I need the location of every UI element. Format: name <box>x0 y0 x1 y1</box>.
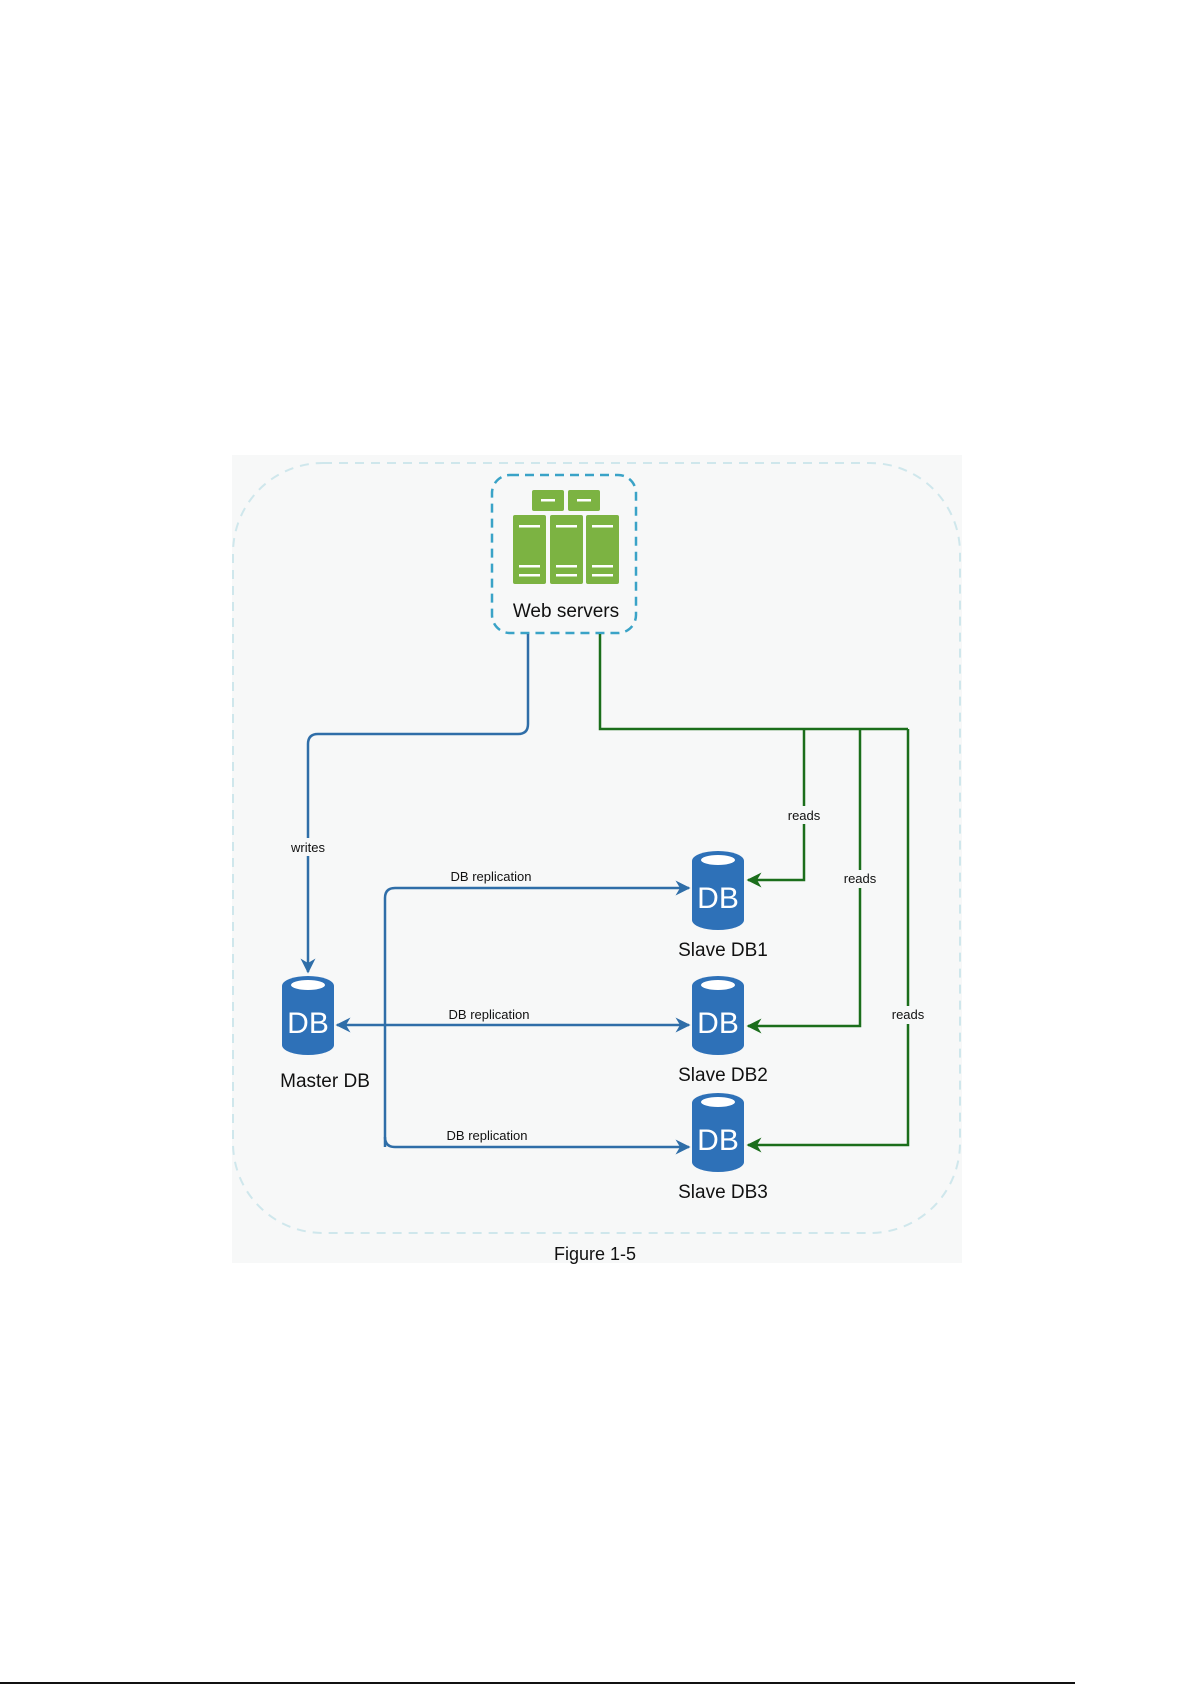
reads-label-1: reads <box>788 808 821 823</box>
svg-text:DB: DB <box>697 882 739 915</box>
replication-label-1: DB replication <box>451 869 532 884</box>
database-icon: DB <box>692 1093 744 1172</box>
writes-edge <box>300 634 530 974</box>
svg-text:DB: DB <box>287 1007 329 1040</box>
reads-label-2: reads <box>844 871 877 886</box>
slave-db2-node: DB Slave DB2 <box>678 976 768 1086</box>
slave-db1-node: DB Slave DB1 <box>678 851 768 961</box>
reads-edge-1 <box>746 729 806 888</box>
diagram-panel <box>232 455 962 1263</box>
replication-edge-1 <box>383 880 691 1147</box>
master-db-label: Master DB <box>280 1071 370 1092</box>
database-icon: DB <box>692 851 744 930</box>
replication-edge-3 <box>383 1136 691 1155</box>
reads-trunk <box>598 634 908 731</box>
slave-db3-node: DB Slave DB3 <box>678 1093 768 1203</box>
reads-label-2-bg <box>840 870 880 888</box>
reads-edge-2 <box>746 729 862 1034</box>
svg-text:DB: DB <box>697 1124 739 1157</box>
slave-db3-label: Slave DB3 <box>678 1182 768 1203</box>
master-db-node: DB Master DB <box>280 976 370 1092</box>
reads-edge-3 <box>746 729 910 1153</box>
replication-label-2: DB replication <box>449 1007 530 1022</box>
web-servers-node: Web servers <box>490 473 638 635</box>
writes-label: writes <box>290 840 325 855</box>
slave-db1-label: Slave DB1 <box>678 940 768 961</box>
web-servers-label: Web servers <box>513 601 619 622</box>
writes-label-bg <box>286 838 330 856</box>
web-servers-boundary <box>490 473 638 635</box>
page-footer-rule <box>0 1682 1075 1684</box>
reads-label-1-bg <box>784 806 824 824</box>
figure-caption: Figure 1-5 <box>554 1244 636 1264</box>
svg-text:DB: DB <box>697 1007 739 1040</box>
reads-label-3-bg <box>888 1006 928 1024</box>
reads-label-3: reads <box>892 1007 925 1022</box>
database-icon: DB <box>282 976 334 1055</box>
server-rack-icon <box>513 490 619 584</box>
replication-label-3: DB replication <box>447 1128 528 1143</box>
system-boundary <box>232 462 961 1234</box>
database-icon: DB <box>692 976 744 1055</box>
slave-db2-label: Slave DB2 <box>678 1065 768 1086</box>
